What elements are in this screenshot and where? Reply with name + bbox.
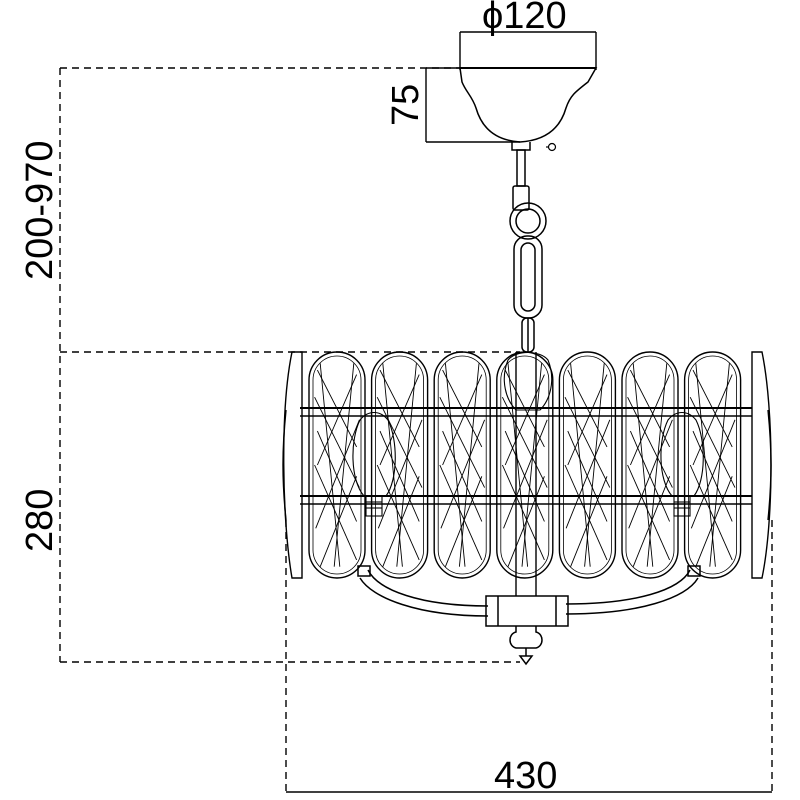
dimension-lines <box>59 67 773 792</box>
set-screw-icon <box>546 142 557 152</box>
shade-panels <box>308 351 742 579</box>
dimension-lines-solid <box>286 31 772 793</box>
shade-panel <box>370 351 429 579</box>
shade-panel <box>433 351 491 579</box>
bulbs <box>352 351 704 517</box>
canopy-diameter-label: ϕ120 <box>482 0 567 37</box>
shade-panel <box>558 351 617 579</box>
center-rod <box>515 352 537 596</box>
body-width-label: 430 <box>494 755 557 797</box>
suspension-chain <box>509 149 547 353</box>
canopy-height-label: 75 <box>385 84 427 126</box>
shade-panel <box>496 351 554 579</box>
shade-panel <box>683 351 742 579</box>
body-height-label: 280 <box>19 489 61 552</box>
shade-panel <box>308 351 366 579</box>
shade-panel <box>621 351 679 579</box>
ceiling-canopy <box>459 67 598 151</box>
suspension-length-label: 200-970 <box>19 141 61 280</box>
lower-arms <box>357 565 701 666</box>
